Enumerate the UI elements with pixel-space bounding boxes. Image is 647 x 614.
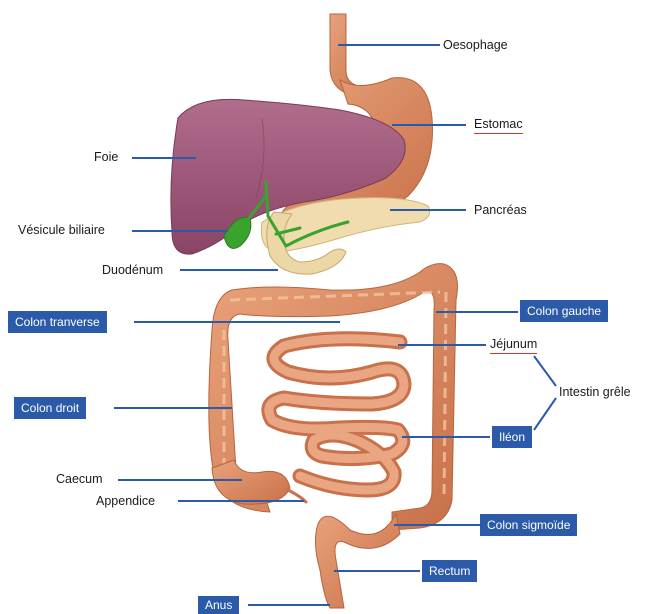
label-colon-gauche: Colon gauche	[520, 300, 608, 322]
label-intestin-grele: Intestin grêle	[559, 385, 631, 400]
label-duodenum: Duodénum	[102, 263, 163, 278]
caecum-shape	[212, 460, 290, 504]
label-rectum: Rectum	[422, 560, 477, 582]
label-anus: Anus	[198, 596, 239, 614]
label-oesophage: Oesophage	[443, 38, 508, 53]
small-intestine-shape	[269, 339, 404, 490]
label-vesicule-biliaire: Vésicule biliaire	[18, 223, 105, 238]
label-pancreas: Pancréas	[474, 203, 527, 218]
label-ileon: Iléon	[492, 426, 532, 448]
label-colon-droit: Colon droit	[14, 397, 86, 419]
sigmoid-rectum-shape	[315, 514, 400, 608]
label-colon-sigmoide: Colon sigmoïde	[480, 514, 577, 536]
label-appendice: Appendice	[96, 494, 155, 509]
label-foie: Foie	[94, 150, 118, 165]
label-jejunum: Jéjunum	[490, 337, 537, 354]
label-caecum: Caecum	[56, 472, 103, 487]
label-estomac: Estomac	[474, 117, 523, 134]
oesophagus-shape	[330, 14, 372, 96]
label-colon-transverse: Colon tranverse	[8, 311, 107, 333]
